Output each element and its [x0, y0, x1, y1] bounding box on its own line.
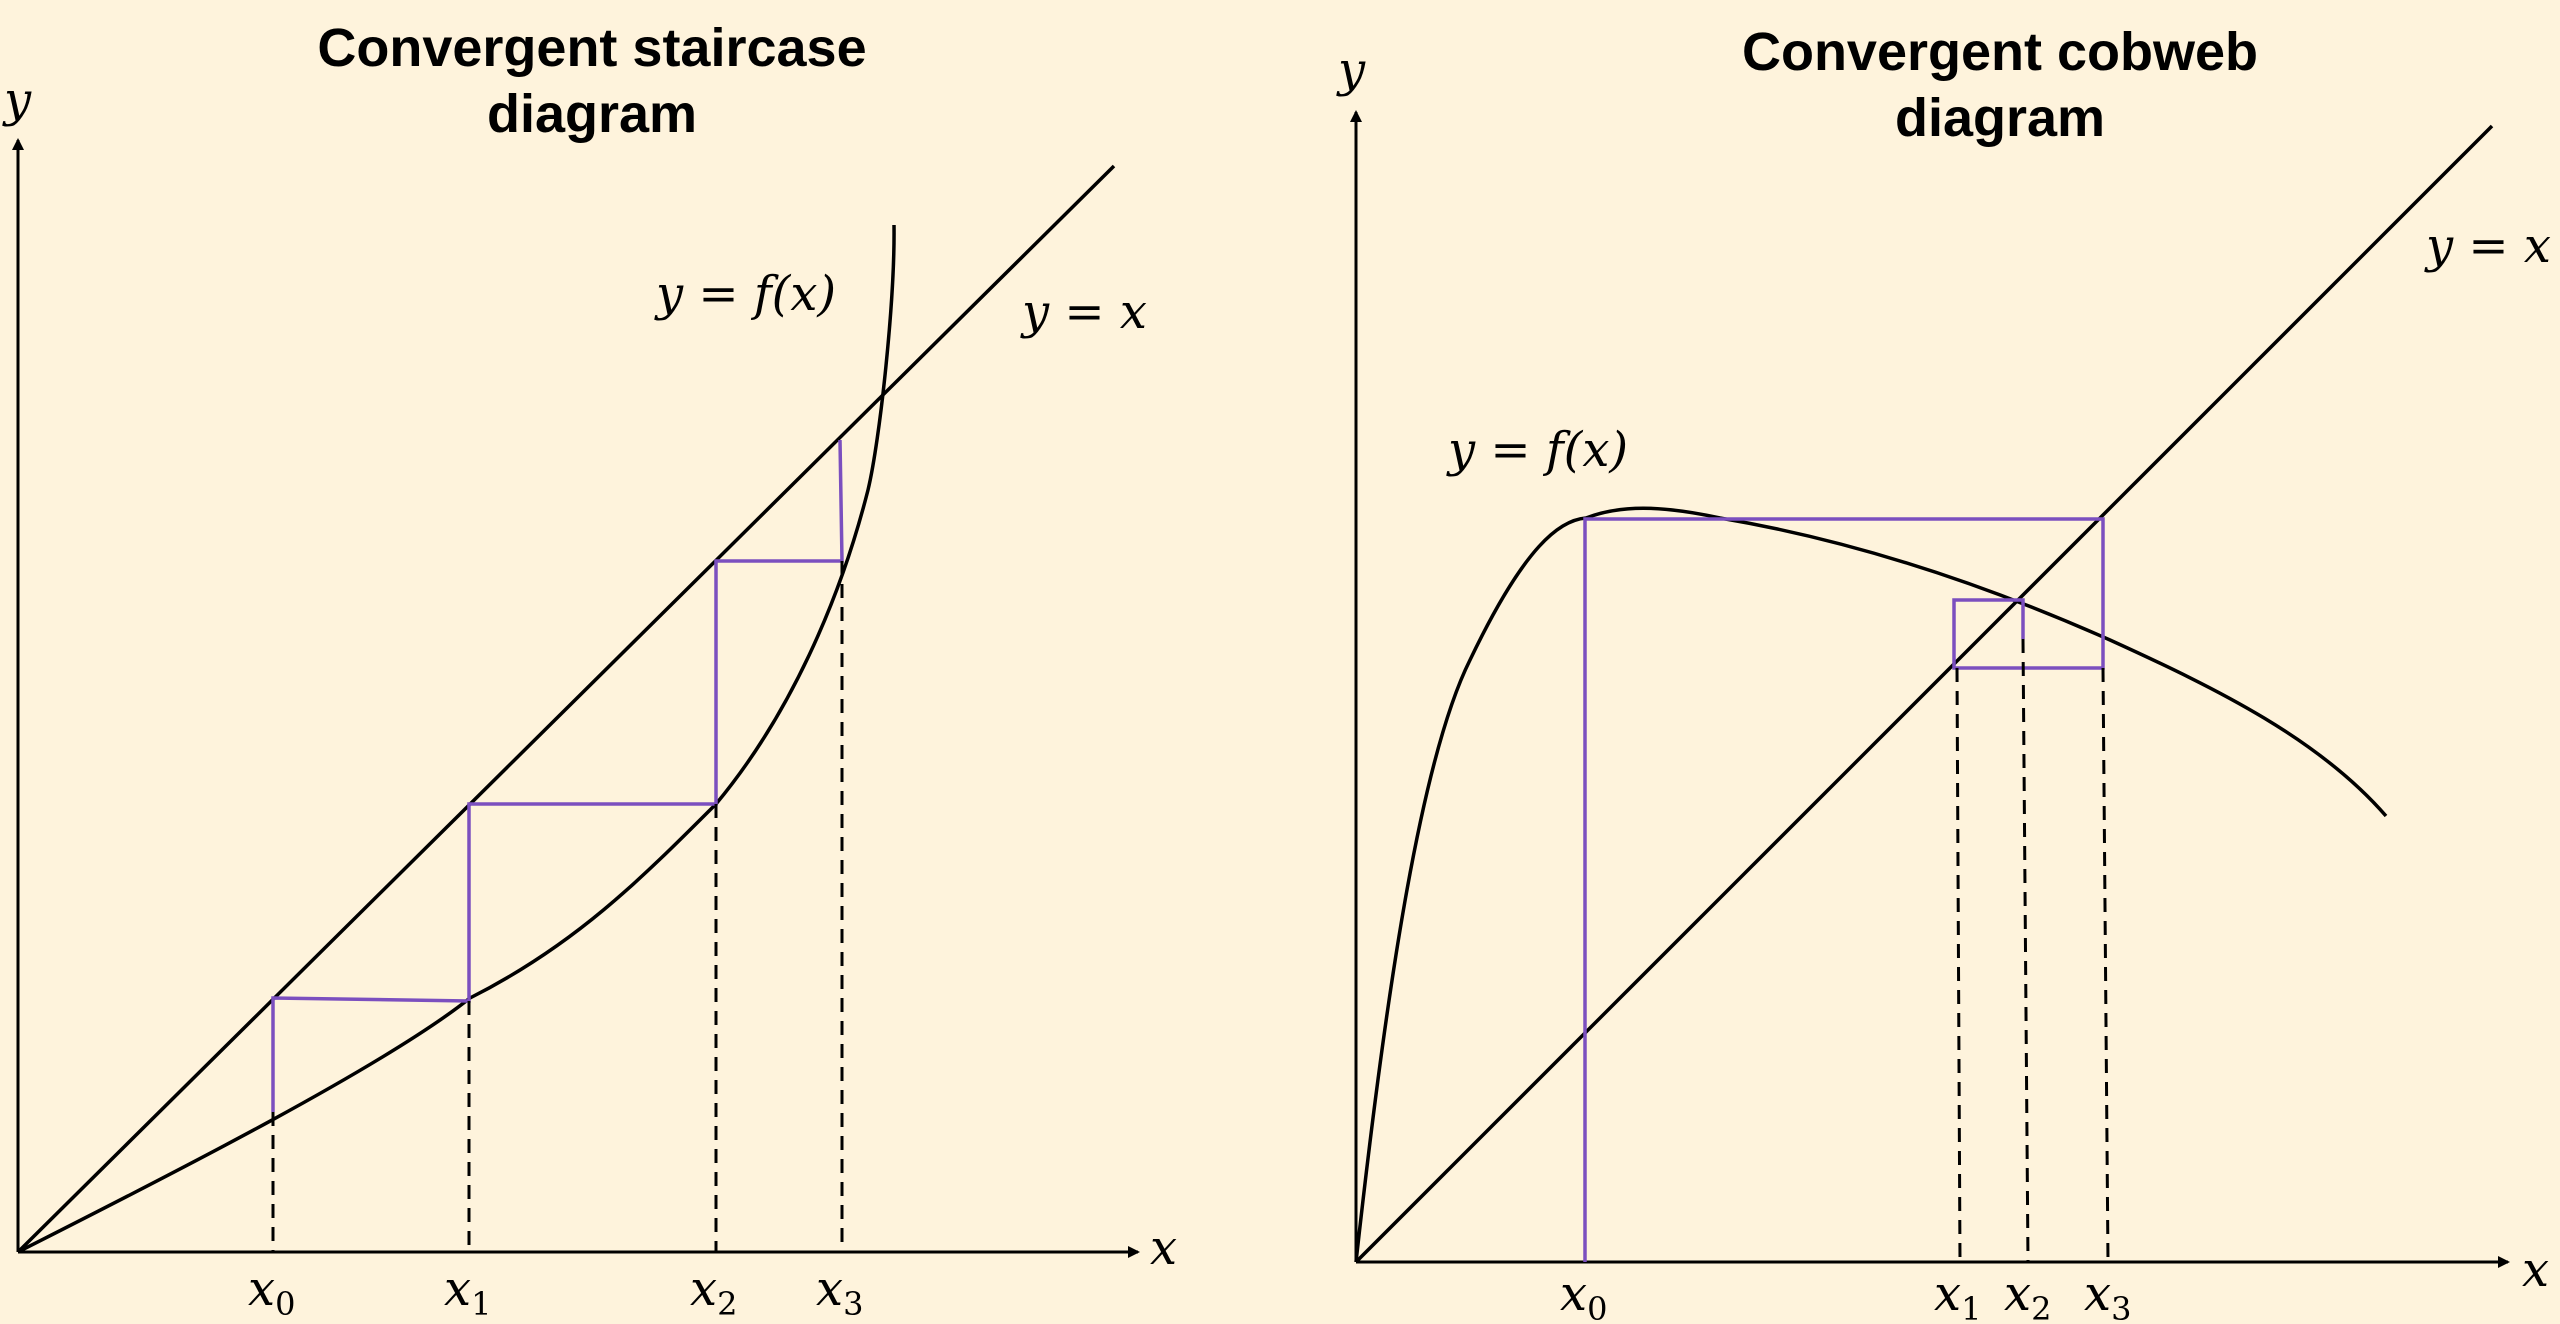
cobweb-drop-x1: [1955, 667, 1962, 1263]
cobweb-y-axis-label: y: [1336, 42, 1366, 98]
staircase-identity-label: y = x: [1020, 284, 1147, 340]
staircase-tick-x2: x2: [690, 1261, 737, 1323]
staircase-y-axis-label: y: [2, 72, 32, 128]
staircase-title-line2: diagram: [487, 84, 697, 144]
svg-text:x2: x2: [2004, 1266, 2051, 1324]
cobweb-identity-label: y = x: [2424, 218, 2551, 274]
staircase-identity-line: [16, 164, 1116, 1254]
cobweb-title-line2: diagram: [1895, 88, 2105, 148]
cobweb-function-curve: [1354, 506, 2388, 1263]
svg-text:x1: x1: [1934, 1266, 1981, 1324]
cobweb-tick-x2: x2: [2004, 1266, 2051, 1324]
cobweb-function-label: y = f(x): [1446, 422, 1628, 478]
cobweb-tick-x1: x1: [1934, 1266, 1981, 1324]
cobweb-drop-x3: [2101, 667, 2110, 1263]
staircase-tick-x3: x3: [816, 1261, 863, 1323]
svg-text:x3: x3: [2084, 1266, 2131, 1324]
cobweb-title-line1: Convergent cobweb: [1742, 22, 2258, 82]
cobweb-identity-line: [1354, 124, 2494, 1264]
svg-text:x3: x3: [816, 1261, 863, 1323]
staircase-iteration-path: [271, 439, 844, 1112]
staircase-tick-x1: x1: [444, 1261, 491, 1323]
svg-text:x0: x0: [1560, 1266, 1607, 1324]
cobweb-tick-x3: x3: [2084, 1266, 2131, 1324]
svg-text:x0: x0: [248, 1261, 295, 1323]
staircase-function-curve: [17, 224, 896, 1254]
staircase-function-label: y = f(x): [654, 266, 836, 322]
staircase-tick-x0: x0: [248, 1261, 295, 1323]
cobweb-x-axis-label: x: [2522, 1242, 2549, 1298]
svg-text:x2: x2: [690, 1261, 737, 1323]
cobweb-iteration-path: [1583, 517, 2105, 1262]
cobweb-tick-x0: x0: [1560, 1266, 1607, 1324]
staircase-x-axis-label: x: [1150, 1220, 1177, 1276]
staircase-panel: Convergent staircase diagram y x y = x y…: [2, 18, 1177, 1323]
cobweb-drop-x2: [2021, 638, 2030, 1263]
staircase-title-line1: Convergent staircase: [317, 18, 866, 78]
cobweb-panel: Convergent cobweb diagram y x y = x y = …: [1336, 22, 2551, 1324]
svg-text:x1: x1: [444, 1261, 491, 1323]
